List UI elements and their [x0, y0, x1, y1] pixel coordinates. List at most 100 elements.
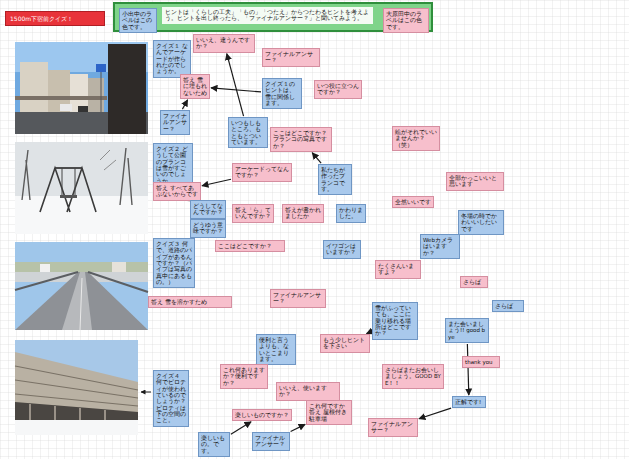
- label-text: 答え 雪を溶かすため: [151, 299, 229, 305]
- pink-label-box: 大原田中のラベルはこの色です。: [383, 8, 429, 33]
- label-text: thank you: [465, 359, 497, 365]
- arrow-connector: [182, 100, 187, 109]
- blue-label-box: Webカメラはいますか？: [420, 234, 460, 259]
- pink-label-box: これ何ですか 答え 屋根付き駐車場: [306, 400, 352, 425]
- blue-label-box: どうゆう意味ですか？: [190, 219, 226, 238]
- label-text: クイズ１のヒントは、雪に関係します。: [265, 81, 299, 106]
- pink-label-box: 答え「ら」ていんですか？: [232, 204, 274, 223]
- pink-label-box: いつ役に立つんですか？: [314, 80, 362, 99]
- pink-label-box: 答え 雪に埋もれないため: [180, 74, 210, 99]
- label-text: いいえ、使いますか？: [279, 385, 337, 398]
- arrow-connector: [312, 153, 321, 164]
- arrow-connector: [202, 179, 231, 185]
- label-text: どうしてなんですか？: [193, 203, 223, 216]
- label-text: 便利と言うよりも、ないとこまります。: [259, 337, 293, 362]
- pink-label-box: 答えが書かれましたか: [282, 204, 324, 223]
- pink-label-box: 答え 雪を溶かすため: [148, 296, 232, 308]
- pink-label-box: アーケードってなんですか？: [232, 163, 292, 182]
- label-text: いつもしもところ、もともとついています。: [231, 120, 265, 145]
- pink-label-box: ファイナルアンサー？: [262, 48, 320, 67]
- label-text: 全然いいです: [395, 199, 431, 205]
- blue-label-box: クイズ２ どうして公園のブランコは雪がすごいのでしょうか。: [153, 143, 193, 187]
- pink-label-box: さらば: [460, 276, 488, 288]
- blue-label-box: 正解です!: [452, 396, 486, 408]
- label-text: ファイナルアンサー？: [265, 51, 317, 64]
- blue-label-box: 雪がふっていても、ここに乗り移れる場所はどこですか？: [372, 302, 418, 340]
- blue-label-box: さらば: [492, 300, 524, 312]
- blue-label-box: いつもしもところ、もともとついています。: [228, 117, 268, 148]
- blue-label-box: 小出中のラベルはこの色です。: [119, 8, 157, 33]
- blue-label-box: クイズ１のヒントは、雪に関係します。: [262, 78, 302, 109]
- pink-label-box: いいえ、違うんですか？: [193, 34, 255, 53]
- blue-label-box: クイズ３ 何で、道路のパイプがあるんですか？（パイプは写真の真中にあるもの。）: [153, 238, 195, 288]
- label-text: クイズ４ 何でピロティが使われているのでしょうか？ピロティは下の空間のこと。: [156, 373, 186, 424]
- label-text: かわりました。: [339, 207, 363, 220]
- blue-label-box: イワゴンはいますか？: [323, 240, 361, 259]
- blue-label-box: 私たちが作ったブランコです。: [318, 164, 352, 195]
- label-text: ファイナルアンサー？: [255, 435, 287, 448]
- pink-label-box: 楽しいものですか？: [232, 409, 292, 421]
- label-text: Webカメラはいますか？: [423, 237, 457, 256]
- pink-label-box: もう少しヒントを下さい: [320, 334, 370, 353]
- blue-label-box: クイズ４ 何でピロティが使われているのでしょうか？ピロティは下の空間のこと。: [153, 370, 189, 427]
- pink-label-box: これ何ありますか？便利ですか？: [220, 364, 268, 389]
- label-text: イワゴンはいますか？: [326, 243, 358, 256]
- label-text: さらば: [463, 279, 485, 285]
- pink-label-box: さらばまたお会いしましょう。GOOD BYE！！: [382, 364, 444, 389]
- label-text: もう少しヒントを下さい: [323, 337, 367, 350]
- pink-label-box: ここはどこですか？: [215, 240, 285, 252]
- pink-label-box: ここはどこですか？ブランコの写真ですか？: [270, 127, 332, 152]
- label-text: アーケードってなんですか？: [235, 166, 289, 179]
- label-text: これ何ありますか？便利ですか？: [223, 367, 265, 386]
- arrow-connector: [467, 344, 468, 395]
- label-text: いいえ、違うんですか？: [196, 37, 252, 50]
- blue-label-box: かわりました。: [336, 204, 366, 223]
- blue-label-box: 楽しいもの。です。: [198, 432, 230, 457]
- label-text: 正解です!: [455, 399, 483, 405]
- arrow-connector: [291, 424, 305, 431]
- label-text: 大原田中のラベルはこの色です。: [386, 11, 426, 30]
- label-text: 答えが書かれましたか: [285, 207, 321, 220]
- blue-label-box: クイズ１ なんでアーケードが作られたのでしょうか。: [153, 40, 191, 78]
- pink-label-box: 答え すべてあぶないからです: [153, 182, 201, 201]
- photo-school: [15, 340, 138, 435]
- label-text: 小出中のラベルはこの色です。: [122, 11, 154, 30]
- pink-label-box: thank you: [462, 356, 500, 368]
- blue-label-box: ファイナルアンサー？: [160, 110, 190, 135]
- label-text: ファイナルアンサー？: [163, 113, 187, 132]
- pink-label-box: いいえ、使いますか？: [276, 382, 340, 401]
- label-text: 雪がふっていても、ここに乗り移れる場所はどこですか？: [375, 305, 415, 337]
- label-text: どうゆう意味ですか？: [193, 222, 223, 235]
- arrow-connector: [211, 88, 261, 92]
- arrow-connector: [231, 422, 251, 434]
- label-text: いつ役に立つんですか？: [317, 83, 359, 96]
- pink-label-box: ファイナルアンサー？: [270, 289, 326, 308]
- label-text: これ何ですか 答え 屋根付き駐車場: [309, 403, 349, 422]
- title-text: 1500m下宿前クイズ！: [10, 15, 100, 22]
- blue-label-box: 便利と言うよりも、ないとこまります。: [256, 334, 296, 365]
- blue-label-box: 冬場の時でかわいいしたいです: [458, 210, 504, 235]
- label-text: さらば: [495, 303, 521, 309]
- label-text: たくさんいますよ？: [378, 263, 418, 276]
- label-text: ファイナルアンサー？: [371, 421, 415, 434]
- photo-swing: [15, 142, 148, 234]
- label-text: 私たちが作ったブランコです。: [321, 167, 349, 192]
- pink-label-box: 全部かっこいいと思います: [446, 172, 504, 191]
- label-text: クイズ１ なんでアーケードが作られたのでしょうか。: [156, 43, 188, 75]
- pink-label-box: 全然いいです: [392, 196, 434, 208]
- pink-label-box: 絵がそれでいいませんか？（笑）: [392, 126, 440, 151]
- blue-label-box: また会いましょう!! good bye: [445, 318, 489, 343]
- label-text: 楽しいもの。です。: [201, 435, 227, 454]
- label-text: 答え すべてあぶないからです: [156, 185, 198, 198]
- photo-bridge: [15, 242, 148, 330]
- leader-arrow: [141, 392, 151, 393]
- label-text: 冬場の時でかわいいしたいです: [461, 213, 501, 232]
- blue-label-box: ファイナルアンサー？: [252, 432, 290, 451]
- label-text: ここはどこですか？: [218, 243, 282, 249]
- label-text: クイズ３ 何で、道路のパイプがあるんですか？（パイプは写真の真中にあるもの。）: [156, 241, 192, 285]
- title-box: 1500m下宿前クイズ！: [5, 11, 105, 26]
- label-text: また会いましょう!! good bye: [448, 321, 486, 340]
- arrow-connector: [419, 408, 451, 419]
- label-text: クイズ２ どうして公園のブランコは雪がすごいのでしょうか。: [156, 146, 190, 184]
- pink-label-box: たくさんいますよ？: [375, 260, 421, 279]
